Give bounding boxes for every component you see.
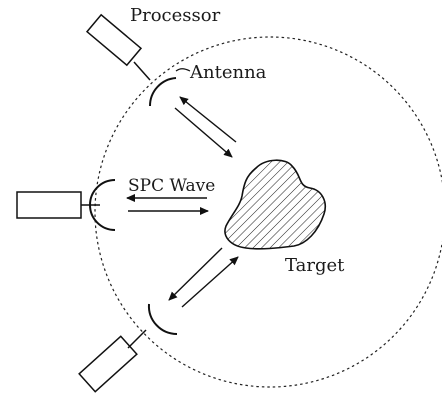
wave-arrow-bottom-out (181, 256, 239, 308)
processor-bottom (78, 329, 147, 393)
wave-arrow-bottom-in (168, 247, 223, 301)
processor-top (85, 13, 151, 81)
antenna-label-leader (175, 68, 191, 72)
wave-arrow-top-in (179, 96, 237, 143)
processor-label: Processor (130, 5, 221, 26)
target-label: Target (285, 255, 345, 276)
spc-wave-label: SPC Wave (128, 176, 215, 196)
antenna-label: Antenna (189, 62, 267, 83)
antenna-left (89, 179, 116, 231)
wave-arrow-top-out (174, 107, 233, 158)
antenna-top (148, 77, 177, 107)
target-shape (224, 159, 326, 250)
processor-left (16, 191, 100, 219)
antenna-bottom (147, 303, 178, 336)
